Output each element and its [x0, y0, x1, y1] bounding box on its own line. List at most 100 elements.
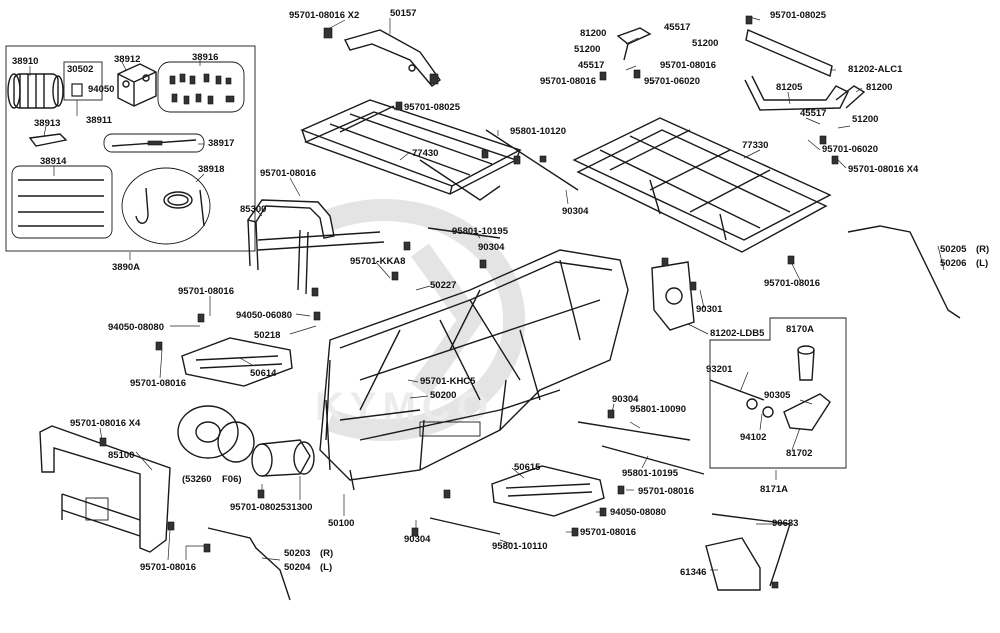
label-95701-08016-b: 95701-08016 [178, 286, 234, 297]
label-95701-08016-g: 95701-08016 [764, 278, 820, 289]
label-81205: 81205 [776, 82, 803, 93]
mount-bracket [651, 261, 695, 331]
label-95701-08016-a: 95701-08016 [260, 168, 316, 179]
label-95701-08016-e: 95701-08016 [660, 60, 716, 71]
label-94050-08080-a: 94050-08080 [108, 322, 164, 333]
label-95701-08016-x4-b: 95701-08016 X4 [848, 164, 919, 175]
label-51200-c: 51200 [852, 114, 878, 125]
label-50218: 50218 [254, 330, 280, 341]
cable-rear [847, 225, 961, 319]
label-95701-KKA8: 95701-KKA8 [350, 256, 405, 267]
main-frame [319, 249, 629, 491]
label-95701-06020-a: 95701-06020 [644, 76, 700, 87]
starter-motor [251, 439, 315, 477]
label-94050-06080: 94050-06080 [236, 310, 292, 321]
label-50204: 50204 [284, 562, 311, 573]
label-8170A: 8170A [786, 324, 814, 335]
part-labels: 38910 30502 94050 38911 38912 38916 3891… [12, 8, 989, 578]
label-30502: 30502 [67, 64, 93, 75]
label-38913: 38913 [34, 118, 60, 129]
hitch-kit-box [709, 317, 847, 469]
pipe-81200-b [835, 85, 866, 109]
winch-kit-box [5, 45, 256, 252]
label-77430: 77430 [412, 148, 438, 159]
label-51200-b: 51200 [692, 38, 718, 49]
label-38916: 38916 [192, 52, 218, 63]
differential [177, 405, 255, 463]
label-38918: 38918 [198, 164, 224, 175]
label-95801-10120: 95801-10120 [510, 126, 566, 137]
label-50615: 50615 [514, 462, 541, 473]
label-50227: 50227 [430, 280, 456, 291]
shafts [427, 129, 705, 535]
label-50206: 50206 [940, 258, 966, 269]
label-85100: 85100 [108, 450, 134, 461]
label-38914: 38914 [40, 156, 67, 167]
label-95701-08016-x2: 95701-08016 X2 [289, 10, 359, 21]
footrest-plate-right [491, 465, 605, 517]
label-50614: 50614 [250, 368, 277, 379]
label-38917: 38917 [208, 138, 234, 149]
label-95801-10090: 95801-10090 [630, 404, 686, 415]
footrest-plate-left [181, 337, 293, 387]
label-31300: 31300 [286, 502, 312, 513]
label-50203-r: (R) [320, 548, 333, 559]
front-carrier [300, 99, 522, 201]
label-95801-10195-b: 95801-10195 [622, 468, 679, 479]
leader-lines [29, 15, 945, 571]
label-45517-b: 45517 [578, 60, 604, 71]
label-8171A: 8171A [760, 484, 788, 495]
label-95801-10110: 95801-10110 [492, 541, 547, 552]
label-77330: 77330 [742, 140, 768, 151]
label-90304-d: 90304 [404, 534, 431, 545]
label-81202-ALC1: 81202-ALC1 [848, 64, 903, 75]
label-90683: 90683 [772, 518, 798, 529]
label-94050: 94050 [88, 84, 114, 95]
rear-carrier [572, 117, 832, 253]
label-95701-08025-top: 95701-08025 [404, 102, 461, 113]
label-90304-b: 90304 [478, 242, 505, 253]
label-95701-08016-f: 95701-08016 [540, 76, 596, 87]
label-61346: 61346 [680, 567, 706, 578]
label-95701-08025-c: 95701-08025 [770, 10, 827, 21]
label-81202-LDB5: 81202-LDB5 [710, 328, 765, 339]
skid-plate [705, 513, 791, 591]
label-81702: 81702 [786, 448, 812, 459]
label-53260: (53260 [182, 474, 212, 485]
label-38911: 38911 [86, 115, 113, 126]
label-95701-08016-h: 95701-08016 [638, 486, 694, 497]
label-94050-08080-b: 94050-08080 [610, 507, 666, 518]
label-90305: 90305 [764, 390, 791, 401]
label-81200-b: 81200 [866, 82, 892, 93]
label-95701-KHC5: 95701-KHC5 [420, 376, 476, 387]
rear-rail [744, 29, 849, 111]
label-F06: F06) [222, 474, 242, 485]
label-95701-08016-x4-a: 95701-08016 X4 [70, 418, 141, 429]
pipe-81200 [616, 27, 652, 61]
front-bracket [343, 29, 441, 87]
bolts [99, 15, 839, 589]
label-50206-l: (L) [976, 258, 988, 269]
label-90301: 90301 [696, 304, 723, 315]
label-38910: 38910 [12, 56, 38, 67]
label-50205-r: (R) [976, 244, 989, 255]
label-45517-c: 45517 [800, 108, 826, 119]
label-38912: 38912 [114, 54, 140, 65]
label-51200-a: 51200 [574, 44, 600, 55]
front-bumper [39, 425, 171, 553]
front-guard [246, 199, 385, 295]
label-3890A: 3890A [112, 262, 140, 273]
label-45517-a: 45517 [664, 22, 690, 33]
label-95701-06020-b: 95701-06020 [822, 144, 878, 155]
label-90304-a: 90304 [562, 206, 589, 217]
label-81200-a: 81200 [580, 28, 606, 39]
label-95801-10195-a: 95801-10195 [452, 226, 509, 237]
label-50205: 50205 [940, 244, 967, 255]
label-50200: 50200 [430, 390, 456, 401]
label-50203: 50203 [284, 548, 310, 559]
label-90304-c: 90304 [612, 394, 639, 405]
label-50100: 50100 [328, 518, 354, 529]
label-50204-l: (L) [320, 562, 332, 573]
label-94102: 94102 [740, 432, 766, 443]
